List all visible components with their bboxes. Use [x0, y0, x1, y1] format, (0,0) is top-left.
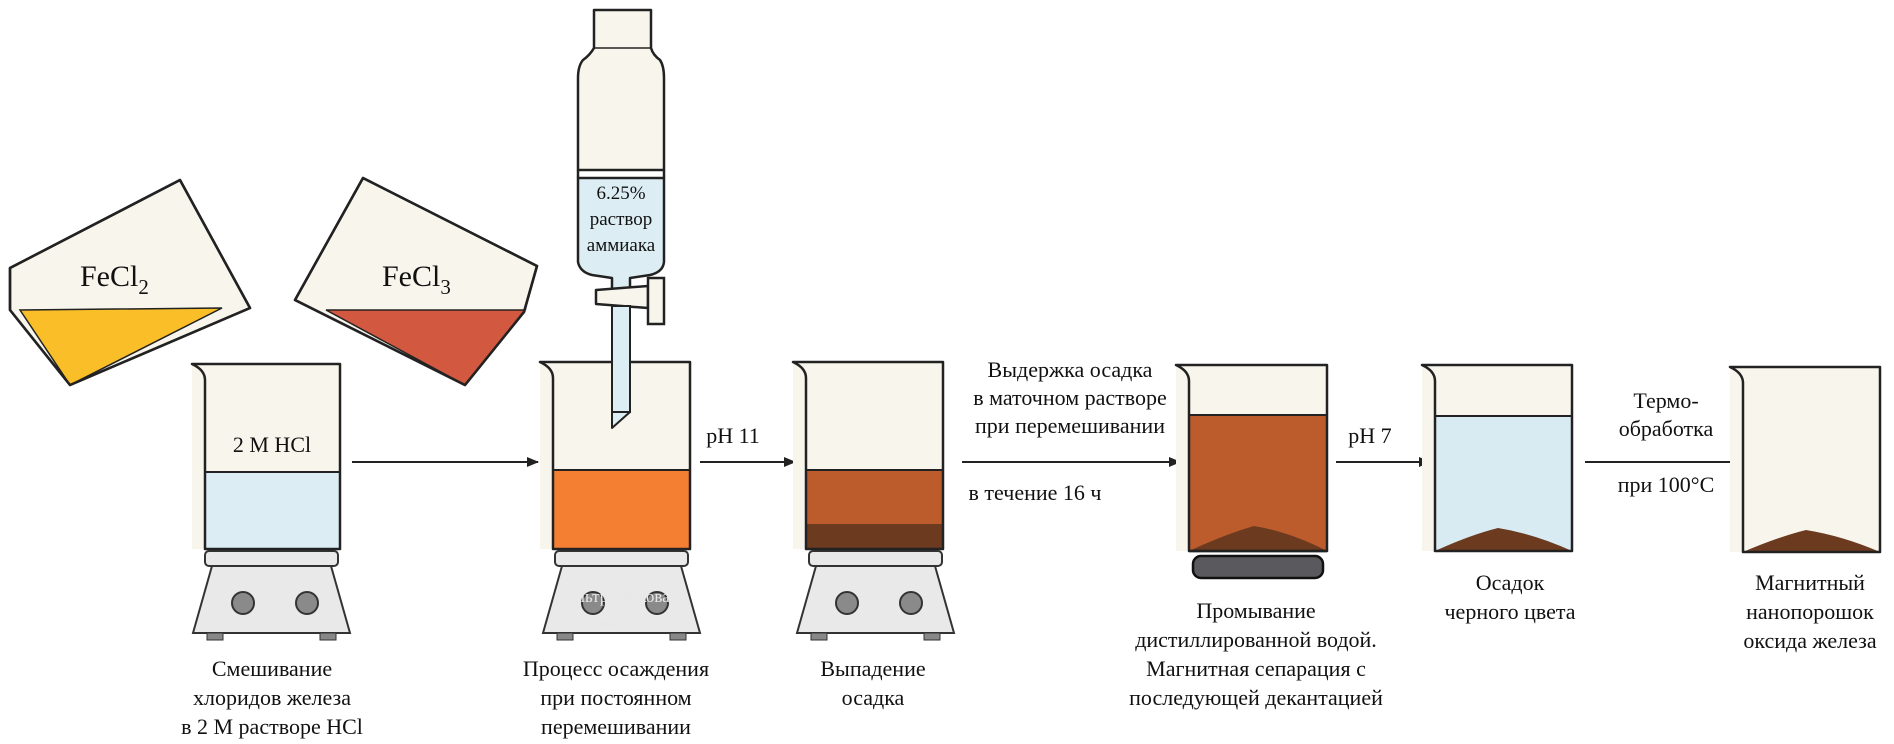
- caption-1-line-2: хлоридов железа: [193, 685, 351, 710]
- caption-step-5: Осадок черного цвета: [1444, 570, 1575, 624]
- caption-1-line-3: в 2 M растворе HCl: [181, 714, 363, 739]
- arrow-5-label-1: Термо-: [1633, 388, 1698, 413]
- beaker-precipitation: [538, 360, 692, 551]
- caption-4-line-3: Магнитная сепарация с: [1146, 656, 1366, 681]
- funnel-label-3: аммиака: [587, 235, 656, 256]
- caption-step-2: Процесс осаждения при постоянном перемеш…: [523, 656, 709, 739]
- caption-4-line-4: последующей декантацией: [1129, 685, 1383, 710]
- caption-3-line-2: осадка: [842, 685, 905, 710]
- caption-4-line-1: Промывание: [1196, 598, 1315, 623]
- caption-3-line-1: Выпадение: [820, 656, 925, 681]
- beaker-fecl3: FeCl3: [293, 176, 539, 387]
- caption-2-line-2: при постоянном: [540, 685, 691, 710]
- arrow-5-label-3: при 100°C: [1618, 472, 1715, 497]
- beaker-sediment: [791, 360, 945, 551]
- funnel-label-2: раствор: [590, 209, 653, 230]
- caption-step-4: Промывание дистиллированной водой. Магни…: [1129, 598, 1383, 710]
- caption-5-line-1: Осадок: [1476, 570, 1545, 595]
- caption-6-line-3: оксида железа: [1743, 628, 1877, 653]
- funnel-label-1: 6.25%: [596, 183, 645, 204]
- arrow-4-label: pH 7: [1348, 423, 1391, 448]
- ghost-label-1: Ультразвуковая: [566, 587, 677, 606]
- dropping-funnel: 6.25% раствор аммиака: [576, 8, 666, 429]
- arrow-3-label-2: в маточном растворе: [973, 385, 1167, 410]
- arrow-5-label-2: обработка: [1619, 416, 1714, 441]
- stirrer-2: Ультразвуковая ванна: [541, 550, 702, 641]
- ghost-label-2: ванна: [601, 613, 643, 632]
- arrow-3-label-1: Выдержка осадка: [988, 357, 1153, 382]
- caption-2-line-3: перемешивании: [541, 714, 691, 739]
- arrow-3-label-3: при перемешивании: [975, 413, 1165, 438]
- arrow-2-label: pH 11: [706, 423, 760, 448]
- stirrer-1: [191, 550, 352, 641]
- fecl2-label: FeCl2: [80, 260, 149, 299]
- caption-step-6: Магнитный нанопорошок оксида железа: [1743, 570, 1877, 653]
- beaker-black-sediment: [1420, 363, 1574, 553]
- beaker-hcl: 2 M HCl: [190, 362, 342, 551]
- caption-4-line-2: дистиллированной водой.: [1135, 627, 1377, 652]
- caption-6-line-2: нанопорошок: [1746, 599, 1874, 624]
- beaker-washing: [1174, 363, 1329, 580]
- caption-6-line-1: Магнитный: [1755, 570, 1865, 595]
- hcl-label: 2 M HCl: [233, 432, 311, 457]
- caption-2-line-1: Процесс осаждения: [523, 656, 709, 681]
- fecl3-label: FeCl3: [382, 260, 451, 299]
- caption-step-1: Смешивание хлоридов железа в 2 M раствор…: [181, 656, 363, 739]
- caption-5-line-2: черного цвета: [1444, 599, 1575, 624]
- stirrer-3: [795, 550, 956, 641]
- caption-1-line-1: Смешивание: [212, 656, 332, 681]
- beaker-nanopowder: [1728, 365, 1882, 554]
- caption-step-3: Выпадение осадка: [820, 656, 925, 710]
- beaker-fecl2: FeCl2: [8, 178, 252, 387]
- arrow-3-label-4: в течение 16 ч: [969, 480, 1102, 505]
